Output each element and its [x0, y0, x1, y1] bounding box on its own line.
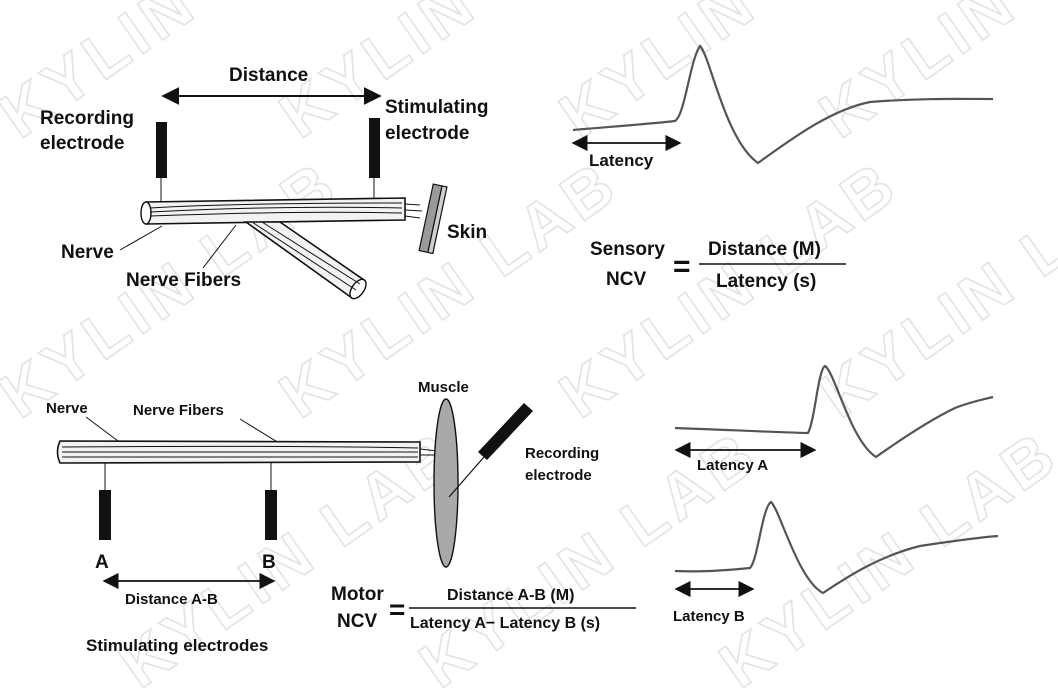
sensory-nerve-leader: [119, 225, 163, 251]
electrode-a: [99, 490, 111, 540]
watermark-text-4: KYLIN LAB: [807, 0, 1058, 151]
motor-recording-electrode-label-1: Recording: [525, 445, 599, 462]
sensory-eq-lhs-1: Sensory: [590, 239, 665, 260]
recording-electrode-label-1: Recording: [40, 108, 134, 129]
motor-eq-equals: =: [389, 594, 405, 625]
motor-recording-electrode-label-2: electrode: [525, 467, 592, 484]
motor-eq-lhs-2: NCV: [337, 611, 377, 632]
electrode-b-label: B: [262, 552, 276, 573]
electrode-a-label: A: [95, 552, 109, 573]
motor-eq-denominator: Latency A− Latency B (s): [410, 615, 600, 632]
distance-label: Distance: [229, 65, 308, 86]
motor-recording-electrode: [448, 403, 533, 498]
motor-trace-a: [674, 364, 994, 459]
sensory-trace: [572, 44, 994, 165]
motor-trace-b: [674, 500, 999, 595]
muscle: [433, 398, 459, 568]
sensory-eq-lhs-2: NCV: [606, 269, 646, 290]
recording-electrode: [156, 122, 167, 178]
motor-nerve-leader: [85, 416, 119, 442]
sensory-nerve-label: Nerve: [61, 242, 114, 263]
latency-a-label: Latency A: [697, 457, 768, 474]
stimulating-electrode: [369, 118, 380, 178]
recording-electrode-label-2: electrode: [40, 133, 124, 154]
motor-eq-numerator: Distance A-B (M): [447, 587, 574, 604]
sensory-section: Distance Recording electrode Stimulating…: [40, 44, 994, 300]
sensory-nerve: [140, 197, 423, 300]
sensory-latency-label: Latency: [589, 151, 654, 170]
motor-eq-lhs-1: Motor: [331, 584, 384, 605]
latency-b-label: Latency B: [673, 608, 745, 625]
sensory-ncv-equation: Sensory NCV = Distance (M) Latency (s): [590, 239, 846, 292]
sensory-eq-numerator: Distance (M): [708, 239, 821, 260]
sensory-nerve-fibers-label: Nerve Fibers: [126, 270, 241, 291]
stimulating-electrode-label-2: electrode: [385, 123, 469, 144]
muscle-label: Muscle: [418, 379, 469, 396]
motor-ncv-equation: Motor NCV = Distance A-B (M) Latency A− …: [331, 584, 636, 632]
motor-nerve-fibers-label: Nerve Fibers: [133, 402, 224, 419]
motor-section: Nerve Nerve Fibers Muscle Recording elec…: [46, 364, 999, 655]
skin-label: Skin: [447, 222, 487, 243]
skin: [418, 183, 448, 255]
sensory-eq-equals: =: [673, 250, 691, 283]
stimulating-electrode-label-1: Stimulating: [385, 97, 488, 118]
motor-nerve-label: Nerve: [46, 400, 88, 417]
stimulating-electrodes-label: Stimulating electrodes: [86, 636, 268, 655]
sensory-eq-denominator: Latency (s): [716, 271, 816, 292]
distance-ab-label: Distance A-B: [125, 591, 218, 608]
electrode-b: [265, 490, 277, 540]
sensory-nerve-fibers-leader: [202, 224, 237, 269]
motor-nerve: [56, 440, 447, 464]
